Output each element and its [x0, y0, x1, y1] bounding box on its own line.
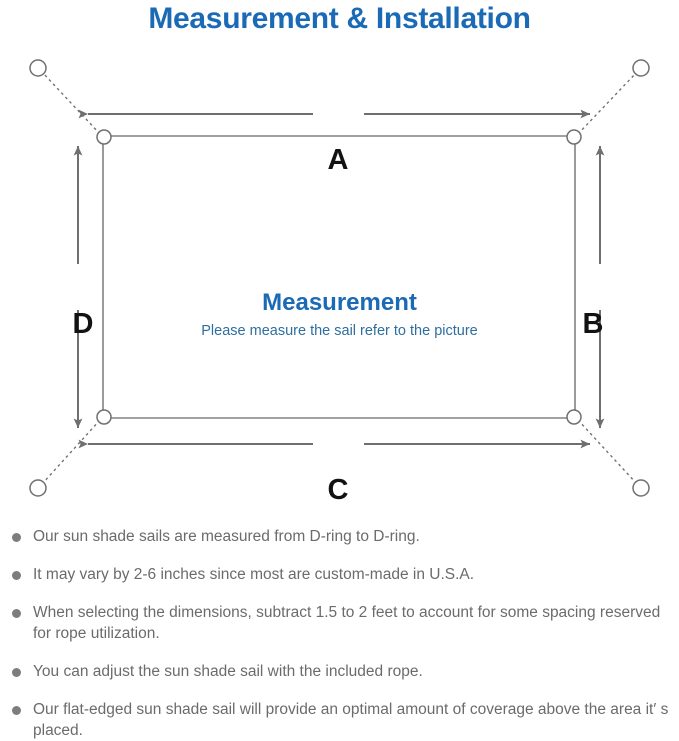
bullet-icon [12, 571, 21, 580]
rope-top-right [577, 71, 638, 135]
note-text: You can adjust the sun shade sail with t… [33, 663, 423, 680]
rope-bottom-right [577, 419, 638, 485]
notes-list: Our sun shade sails are measured from D-… [0, 526, 679, 741]
page-title: Measurement & Installation [148, 2, 531, 35]
d-ring-top-right [566, 129, 582, 145]
note-text: It may vary by 2-6 inches since most are… [33, 566, 475, 583]
anchor-point-bottom-left [29, 479, 47, 497]
dimension-label-c: C [327, 474, 349, 506]
d-ring-bottom-right [566, 409, 582, 425]
anchor-point-top-left [29, 59, 47, 77]
list-item: When selecting the dimensions, subtract … [0, 602, 679, 644]
anchor-point-bottom-right [632, 479, 650, 497]
bullet-icon [12, 533, 21, 542]
dimension-label-d: D [72, 308, 94, 340]
dimension-label-b: B [582, 308, 604, 340]
rope-bottom-left [41, 419, 101, 485]
bullet-icon [12, 609, 21, 618]
anchor-point-top-right [632, 59, 650, 77]
d-ring-bottom-left [96, 409, 112, 425]
dimension-label-a: A [327, 144, 349, 176]
note-text: Our sun shade sails are measured from D-… [33, 528, 420, 545]
sail-panel [102, 135, 576, 419]
note-text: When selecting the dimensions, subtract … [33, 604, 661, 642]
list-item: It may vary by 2-6 inches since most are… [0, 564, 679, 585]
bullet-icon [12, 668, 21, 677]
list-item: You can adjust the sun shade sail with t… [0, 661, 679, 682]
d-ring-top-left [96, 129, 112, 145]
list-item: Our flat-edged sun shade sail will provi… [0, 699, 679, 741]
sail-measurement-diagram: A B C D Measurement Please measure the s… [0, 48, 679, 518]
bullet-icon [12, 706, 21, 715]
list-item: Our sun shade sails are measured from D-… [0, 526, 679, 547]
note-text: Our flat-edged sun shade sail will provi… [33, 701, 669, 739]
rope-top-left [41, 71, 101, 135]
